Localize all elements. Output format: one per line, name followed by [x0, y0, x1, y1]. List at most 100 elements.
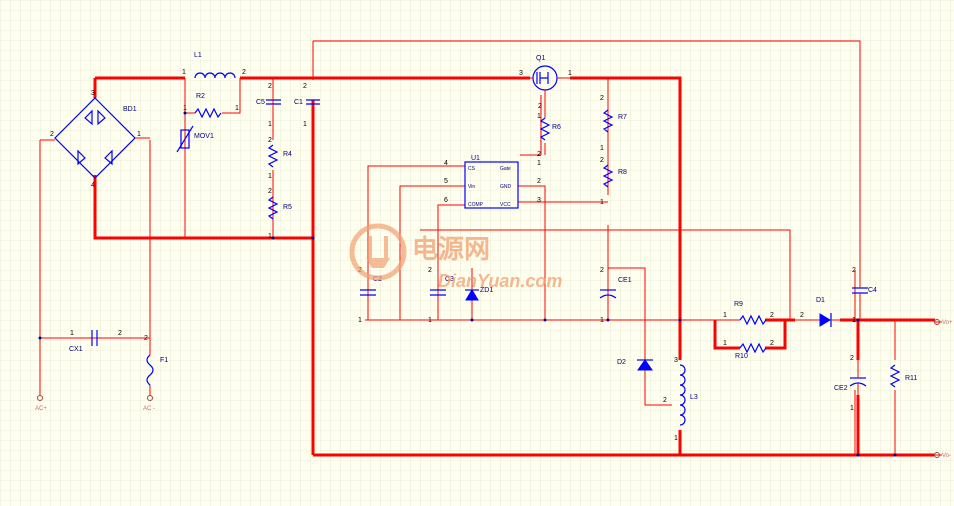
- svg-text:2: 2: [600, 157, 604, 164]
- svg-text:1: 1: [182, 69, 186, 76]
- capacitor-c4: 2 1: [852, 267, 868, 324]
- mosfet-q1: 3 1 2: [519, 65, 572, 110]
- watermark-cn: 电源网: [412, 234, 490, 264]
- u1-pin-gate: Gate: [500, 166, 511, 172]
- svg-text:2: 2: [850, 355, 854, 362]
- diode-d1: 2: [800, 312, 840, 327]
- label-r7: R7: [618, 114, 627, 121]
- svg-text:1: 1: [235, 105, 239, 112]
- u1-pin-vin: Vin: [468, 184, 475, 190]
- svg-text:2: 2: [428, 267, 432, 274]
- capacitor-cx1: 1 2: [70, 330, 122, 346]
- label-bd1: BD1: [123, 106, 137, 113]
- electrolytic-ce2: 2 1: [849, 355, 867, 412]
- svg-text:2: 2: [118, 330, 122, 337]
- varistor-mov1: [176, 125, 194, 153]
- label-mov1: MOV1: [194, 133, 214, 140]
- svg-text:1: 1: [723, 312, 727, 319]
- resistor-r9: 1 2: [720, 312, 774, 326]
- label-l3: L3: [690, 394, 698, 401]
- label-r5: R5: [283, 204, 292, 211]
- svg-text:1: 1: [600, 199, 604, 206]
- label-cx1: CX1: [69, 346, 83, 353]
- svg-text:2: 2: [50, 131, 54, 138]
- electrolytic-ce1: 2 1: [599, 267, 617, 324]
- resistor-r6: 1 2: [537, 95, 551, 158]
- svg-text:2: 2: [268, 188, 272, 195]
- svg-text:2: 2: [537, 178, 541, 185]
- svg-text:1: 1: [428, 317, 432, 324]
- svg-text:1: 1: [600, 317, 604, 324]
- label-d1: D1: [816, 297, 825, 304]
- label-ce2: CE2: [834, 385, 848, 392]
- svg-text:1: 1: [537, 160, 541, 167]
- watermark-en: DianYuan.com: [438, 271, 562, 291]
- svg-text:1: 1: [723, 340, 727, 347]
- wires-thin: [39, 40, 942, 456]
- svg-text:2: 2: [303, 83, 307, 90]
- resistor-r7: 2 1: [600, 95, 614, 152]
- svg-text:1: 1: [358, 317, 362, 324]
- svg-text:4: 4: [91, 182, 95, 189]
- svg-text:5: 5: [444, 178, 448, 185]
- svg-text:1: 1: [568, 70, 572, 77]
- svg-text:2: 2: [600, 95, 604, 102]
- resistor-r8: 2 1: [600, 157, 614, 206]
- resistor-r10: 1 2: [723, 340, 774, 354]
- fuse-f1: 2: [144, 335, 154, 386]
- svg-text:3: 3: [537, 197, 541, 204]
- label-zd1: ZD1: [480, 287, 493, 294]
- label-d2: D2: [617, 359, 626, 366]
- capacitor-c1: 2 1: [303, 83, 320, 128]
- inductor-l3: 3 2 1: [663, 357, 686, 442]
- svg-text:1: 1: [303, 121, 307, 128]
- u1-pin-cs: CS: [468, 166, 476, 172]
- capacitor-c5: 2 1: [266, 78, 281, 140]
- port-terminals: [37, 319, 940, 458]
- svg-text:1: 1: [268, 173, 272, 180]
- resistor-r11: [889, 364, 901, 388]
- label-c3: C3: [445, 276, 454, 283]
- port-vout-plus: Vo+: [942, 320, 953, 326]
- svg-text:1: 1: [600, 145, 604, 152]
- power-plug-logo: [349, 223, 407, 281]
- svg-text:3: 3: [519, 70, 523, 77]
- label-r9: R9: [734, 301, 743, 308]
- svg-text:1: 1: [183, 105, 187, 112]
- svg-text:2: 2: [770, 340, 774, 347]
- wires-power: [93, 76, 935, 457]
- svg-text:6: 6: [444, 197, 448, 204]
- label-u1: U1: [471, 155, 480, 162]
- svg-text:1: 1: [268, 121, 272, 128]
- label-r8: R8: [618, 169, 627, 176]
- svg-text:2: 2: [600, 267, 604, 274]
- svg-text:1: 1: [268, 233, 272, 240]
- port-vout-minus: Vo-: [942, 453, 951, 459]
- u1-pin-gnd: GND: [500, 184, 512, 190]
- svg-text:2: 2: [800, 312, 804, 319]
- svg-text:3: 3: [674, 357, 678, 364]
- svg-text:1: 1: [537, 113, 541, 120]
- svg-text:2: 2: [242, 69, 246, 76]
- label-r11: R11: [905, 375, 917, 382]
- label-r6: R6: [552, 124, 561, 131]
- ic-u1: CS Gate Vin GND COMP VCC 4 5 6 1 2 3: [444, 160, 541, 209]
- capacitor-c3: 2 1: [428, 267, 446, 324]
- svg-text:2: 2: [538, 103, 542, 110]
- diode-d2: [637, 359, 653, 371]
- inductor-l1: 1 2: [182, 69, 246, 79]
- svg-text:2: 2: [663, 397, 667, 404]
- svg-text:3: 3: [91, 90, 95, 97]
- u1-pin-comp: COMP: [468, 202, 484, 208]
- svg-text:1: 1: [674, 435, 678, 442]
- bridge-rectifier-bd1: 3 4 2 1: [50, 90, 150, 189]
- resistor-r5: 2 1: [267, 188, 279, 240]
- u1-pin-vcc: VCC: [500, 202, 511, 208]
- svg-text:2: 2: [770, 312, 774, 319]
- label-r4: R4: [283, 151, 292, 158]
- port-ac-minus: AC -: [143, 406, 155, 412]
- component-labels: BD1 L1 R2 MOV1 C5 C1 R4 R5 Q1 R6 R7 R8 U…: [69, 52, 917, 401]
- label-ce1: CE1: [618, 277, 632, 284]
